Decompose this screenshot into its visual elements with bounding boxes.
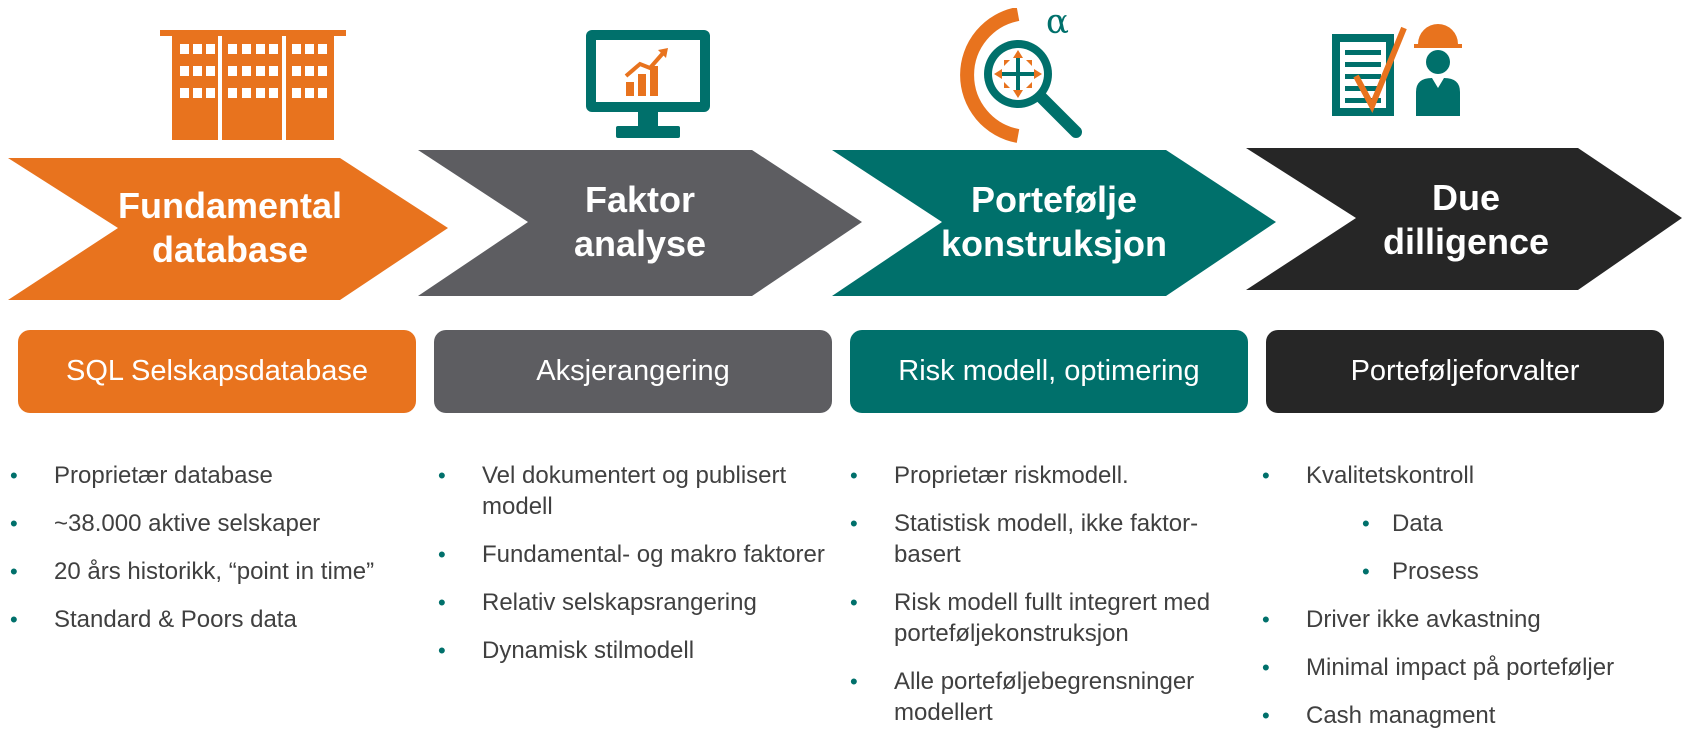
list-item: 20 års historikk, “point in time” [10, 556, 390, 587]
list-item: Relativ selskapsrangering [438, 587, 832, 618]
magnifier-alpha-icon [960, 8, 1082, 143]
list-item: Proprietær database [10, 460, 390, 491]
list-item: Standard & Poors data [10, 604, 390, 635]
list-item: Alle porteføljebegrensninger modellert [850, 666, 1242, 728]
building-icon [160, 30, 346, 140]
checklist-worker-icon [1332, 24, 1462, 116]
chevron-faktor [418, 150, 862, 296]
list-item: Driver ikke avkastning [1262, 604, 1682, 635]
list-item: Vel dokumentert og publisert modell [438, 460, 832, 522]
list-item: Minimal impact på porteføljer [1262, 652, 1682, 683]
box-aksjerangering: Aksjerangering [434, 330, 832, 413]
list-item: Data [1262, 508, 1682, 539]
bullets-portefolje: Proprietær riskmodell. Statistisk modell… [850, 460, 1242, 745]
bullets-faktor: Vel dokumentert og publisert modell Fund… [438, 460, 832, 683]
box-portefoljeforvalter: Porteføljeforvalter [1266, 330, 1664, 413]
box-sql-selskapsdatabase: SQL Selskapsdatabase [18, 330, 416, 413]
bullets-due: Kvalitetskontroll Data Prosess Driver ik… [1262, 460, 1682, 748]
chevron-due [1246, 148, 1682, 290]
bullets-fundamental: Proprietær database ~38.000 aktive selsk… [10, 460, 390, 652]
chevron-fundamental [8, 158, 448, 300]
list-item: Risk modell fullt integrert med porteføl… [850, 587, 1242, 649]
list-item: Cash managment [1262, 700, 1682, 731]
list-item: Kvalitetskontroll [1262, 460, 1682, 491]
list-item: Statistisk modell, ikke faktor-basert [850, 508, 1242, 570]
chevron-portefolje [832, 150, 1276, 296]
list-item: Proprietær riskmodell. [850, 460, 1242, 491]
list-item: Fundamental- og makro faktorer [438, 539, 832, 570]
monitor-chart-icon [586, 30, 710, 138]
process-chevrons [8, 148, 1682, 300]
box-risk-modell: Risk modell, optimering [850, 330, 1248, 413]
list-item: Dynamisk stilmodell [438, 635, 832, 666]
list-item: Prosess [1262, 556, 1682, 587]
list-item: ~38.000 aktive selskaper [10, 508, 390, 539]
alpha-symbol: α [1046, 2, 1069, 42]
